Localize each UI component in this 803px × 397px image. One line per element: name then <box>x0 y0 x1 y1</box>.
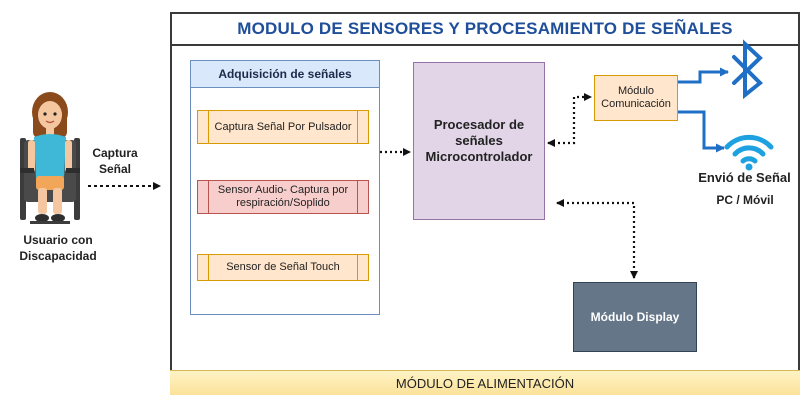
comm-to-bluetooth-arrow <box>678 67 729 84</box>
user-label: Usuario con Discapacidad <box>19 233 97 263</box>
pushbutton-capture-box: Captura Señal Por Pulsador <box>197 110 369 144</box>
person-wheelchair-icon <box>20 92 80 224</box>
communication-module-box: Módulo Comunicación <box>594 75 678 121</box>
processor-display-arrow <box>556 199 638 279</box>
display-module-box: Módulo Display <box>573 282 697 352</box>
signal-send-label: Envió de Señal <box>698 170 791 185</box>
capture-signal-label: Captura Señal <box>92 146 138 176</box>
power-module-bar: MÓDULO DE ALIMENTACIÓN <box>170 370 800 395</box>
acquisition-header: Adquisición de señales <box>190 60 380 88</box>
bluetooth-icon <box>732 39 763 100</box>
touch-sensor-box: Sensor de Señal Touch <box>197 254 369 281</box>
diagram-title: MODULO DE SENSORES Y PROCESAMIENTO DE SE… <box>237 19 733 38</box>
comm-to-wifi-arrow <box>678 110 725 153</box>
processor-comm-arrow <box>547 93 592 147</box>
processor-box: Procesador de señales Microcontrolador <box>413 62 545 220</box>
wifi-icon <box>724 134 774 171</box>
audio-sensor-box: Sensor Audio- Captura por respiración/So… <box>197 180 369 214</box>
pc-mobile-label: PC / Móvil <box>716 193 774 207</box>
title-bar <box>170 12 800 46</box>
